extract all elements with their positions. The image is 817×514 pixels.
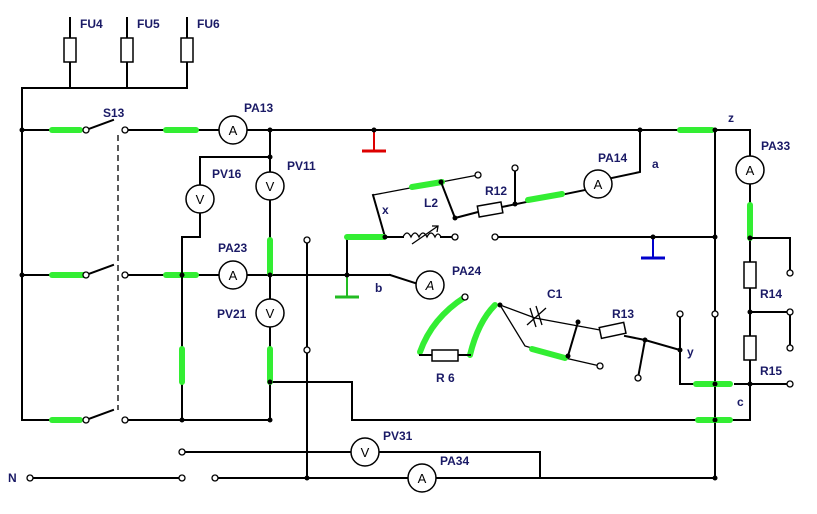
label-r13: R13: [612, 307, 634, 321]
ammeter-pa34: A: [407, 463, 437, 493]
phase-lines: [21, 118, 716, 422]
capacitor-c1: [526, 305, 547, 328]
ammeter-pa23: A: [218, 260, 248, 290]
fuse-fu4: [63, 37, 77, 63]
fuse-fu6: [180, 37, 194, 63]
svg-text:A: A: [229, 268, 238, 283]
meters: A A A A A A V V: [185, 115, 765, 493]
label-pa23: PA23: [218, 241, 247, 255]
svg-text:V: V: [196, 192, 205, 207]
fuse-fu5: [120, 37, 134, 63]
svg-text:V: V: [266, 306, 275, 321]
voltmeter-pv11: V: [255, 171, 285, 201]
label-node-b: b: [375, 281, 382, 295]
ammeter-pa14: A: [583, 169, 613, 199]
label-fu6: FU6: [197, 17, 220, 31]
resistor-r13: [598, 321, 627, 340]
label-fu5: FU5: [137, 17, 160, 31]
label-node-c: c: [737, 395, 744, 409]
label-c1: C1: [547, 287, 563, 301]
label-node-y: y: [687, 345, 694, 359]
svg-text:A: A: [425, 278, 435, 293]
label-neutral: N: [8, 471, 17, 485]
label-pv31: PV31: [383, 429, 413, 443]
junction-dots: [19, 127, 753, 481]
label-l2: L2: [424, 196, 438, 210]
label-r14: R14: [760, 287, 782, 301]
right-bus: [677, 127, 791, 479]
voltmeter-branches: [179, 129, 716, 421]
resistor-r12: [476, 201, 504, 218]
branch-l2-r12: [344, 129, 716, 276]
voltmeter-pv21: V: [255, 298, 285, 328]
neutral-and-bottom: [29, 239, 716, 479]
voltmeter-pv16: V: [185, 184, 215, 214]
svg-text:V: V: [266, 179, 275, 194]
resistor-r15: [743, 335, 757, 361]
ammeter-pa24: A: [415, 270, 445, 300]
label-pv21: PV21: [217, 307, 247, 321]
label-pa14: PA14: [598, 151, 627, 165]
svg-text:A: A: [418, 471, 427, 486]
svg-text:A: A: [746, 163, 755, 178]
ground-symbols: [335, 130, 665, 299]
ammeter-pa13: A: [218, 115, 248, 145]
supply-fuses: [21, 17, 194, 421]
resistor-r14: [743, 261, 757, 289]
label-pa33: PA33: [761, 139, 790, 153]
label-node-x: x: [382, 203, 389, 217]
inductor-l2: [402, 232, 442, 239]
label-r12: R12: [485, 184, 507, 198]
label-pa24: PA24: [452, 264, 481, 278]
label-pv16: PV16: [212, 167, 242, 181]
branch-r6-c1-r13: [417, 294, 733, 387]
label-pa34: PA34: [440, 454, 469, 468]
label-r15: R15: [760, 364, 782, 378]
resistor-r6: [431, 349, 459, 362]
jumpers-rows: [49, 127, 199, 423]
label-pv11: PV11: [287, 159, 316, 173]
svg-text:V: V: [361, 445, 370, 460]
label-fu4: FU4: [80, 17, 103, 31]
ammeter-pa33: A: [735, 155, 765, 185]
label-r6: R 6: [436, 371, 455, 385]
label-s13: S13: [103, 106, 125, 120]
label-pa13: PA13: [244, 101, 273, 115]
label-node-z: z: [728, 111, 734, 125]
voltmeter-pv31: V: [350, 437, 380, 467]
svg-text:A: A: [594, 177, 603, 192]
labels: FU4 FU5 FU6 S13 PA13 PA14 PA23 PA24 PA33…: [8, 17, 790, 485]
svg-text:A: A: [229, 123, 238, 138]
passive-components: [402, 201, 757, 362]
label-node-a: a: [652, 157, 659, 171]
open-terminals: [26, 126, 794, 482]
